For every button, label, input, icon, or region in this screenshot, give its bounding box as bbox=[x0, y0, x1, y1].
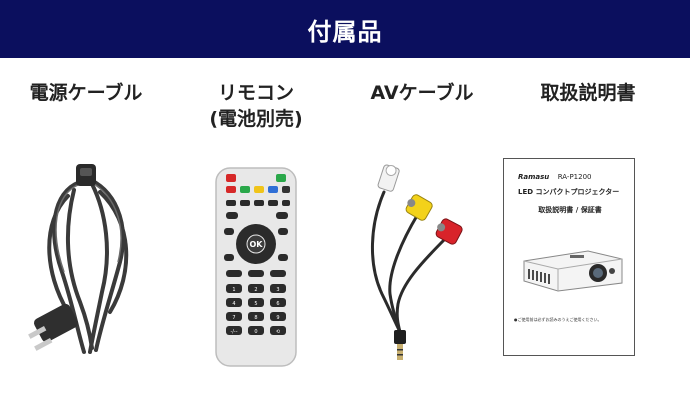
remote-key: 2 bbox=[254, 287, 257, 293]
manual-product-line: LED コンパクトプロジェクター bbox=[518, 188, 620, 196]
remote-key: 1 bbox=[232, 287, 235, 293]
remote-key: ⟲ bbox=[276, 329, 280, 335]
item-manual: 取扱説明書 bbox=[502, 80, 674, 136]
manual-image: Ramasu RA-P1200 LED コンパクトプロジェクター 取扱説明書 /… bbox=[503, 158, 635, 356]
power-cable-image bbox=[22, 162, 162, 367]
item-remote: リモコン (電池別売) bbox=[170, 80, 342, 136]
item-av-cable: AVケーブル bbox=[336, 80, 508, 136]
remote-key: 5 bbox=[254, 301, 257, 307]
manual-doc-title: 取扱説明書 / 保証書 bbox=[538, 206, 602, 214]
remote-key: 0 bbox=[254, 329, 257, 335]
remote-image: OK 1 2 3 4 5 bbox=[214, 166, 298, 368]
remote-key: 6 bbox=[276, 301, 279, 307]
remote-key: 4 bbox=[232, 301, 235, 307]
item-label: AVケーブル bbox=[370, 82, 474, 104]
accessories-banner: 付属品 bbox=[0, 0, 690, 58]
av-cable-image bbox=[360, 164, 470, 364]
item-label: リモコン (電池別売) bbox=[209, 82, 303, 130]
remote-key: -/-- bbox=[230, 329, 237, 335]
remote-key: 7 bbox=[232, 315, 235, 321]
projector-image bbox=[523, 250, 623, 292]
remote-key: 3 bbox=[276, 287, 279, 293]
manual-brand: Ramasu bbox=[518, 173, 550, 181]
remote-key: 9 bbox=[276, 315, 279, 321]
item-label: 電源ケーブル bbox=[29, 82, 143, 104]
item-power-cable: 電源ケーブル bbox=[0, 80, 172, 136]
manual-footnote: ●ご使用前は必ずお読みのうえご使用ください。 bbox=[514, 317, 602, 322]
manual-model: RA-P1200 bbox=[557, 173, 592, 181]
remote-key: 8 bbox=[254, 315, 257, 321]
banner-title: 付属品 bbox=[307, 17, 383, 46]
ok-button-label: OK bbox=[250, 240, 264, 249]
item-label: 取扱説明書 bbox=[540, 82, 636, 104]
